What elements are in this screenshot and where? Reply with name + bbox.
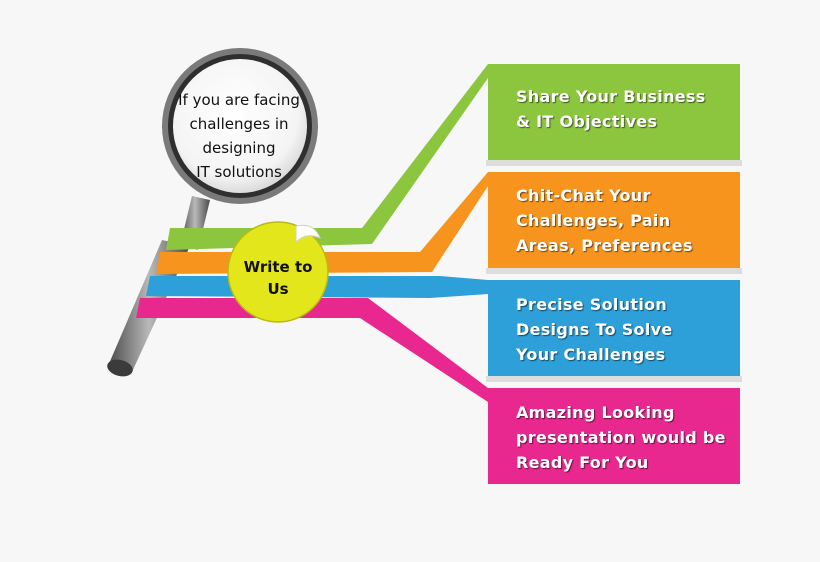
write-to-us-label: Write to Us [232, 256, 324, 300]
lens-caption-line: If you are facing [178, 91, 300, 109]
panel-divider [486, 160, 742, 166]
panel-presentation-text: Amazing Looking presentation would be Re… [516, 400, 726, 475]
sticker-line: Write to [243, 258, 313, 276]
panel-line: Precise Solution [516, 295, 668, 314]
magnifying-glass-icon [162, 48, 318, 204]
lens-glass [173, 59, 307, 193]
ribbon-pink [136, 298, 488, 402]
panel-precise-solution-text: Precise Solution Designs To Solve Your C… [516, 292, 673, 367]
handle-cap [107, 359, 133, 377]
panel-share-objectives-text: Share Your Business & IT Objectives [516, 84, 706, 134]
panel-line: Share Your Business [516, 87, 706, 106]
panel-share-objectives [488, 64, 740, 160]
panel-precise-solution [488, 280, 740, 376]
lens-caption-line: designing [202, 139, 276, 157]
panel-chit-chat [488, 172, 740, 268]
panel-presentation [488, 388, 740, 484]
panel-line: Chit-Chat Your [516, 186, 651, 205]
sticker-curl [295, 224, 321, 244]
panel-line: Challenges, Pain [516, 211, 671, 230]
lens-caption: If you are facing challenges in designin… [164, 88, 314, 184]
panel-line: Areas, Preferences [516, 236, 693, 255]
panel-line: Ready For You [516, 453, 649, 472]
panel-line: Designs To Solve [516, 320, 673, 339]
sticker-circle [227, 221, 329, 323]
panel-divider [486, 268, 742, 274]
panel-divider [486, 376, 742, 382]
sticker-line: Us [267, 280, 289, 298]
panel-chit-chat-text: Chit-Chat Your Challenges, Pain Areas, P… [516, 183, 693, 258]
panel-line: & IT Objectives [516, 112, 658, 131]
ribbon-green [166, 64, 488, 250]
lens-caption-line: IT solutions [196, 163, 282, 181]
lens-caption-line: challenges in [189, 115, 289, 133]
panel-line: Amazing Looking [516, 403, 675, 422]
peeling-sticker-icon [227, 221, 329, 323]
panel-line: presentation would be [516, 428, 726, 447]
panel-line: Your Challenges [516, 345, 666, 364]
